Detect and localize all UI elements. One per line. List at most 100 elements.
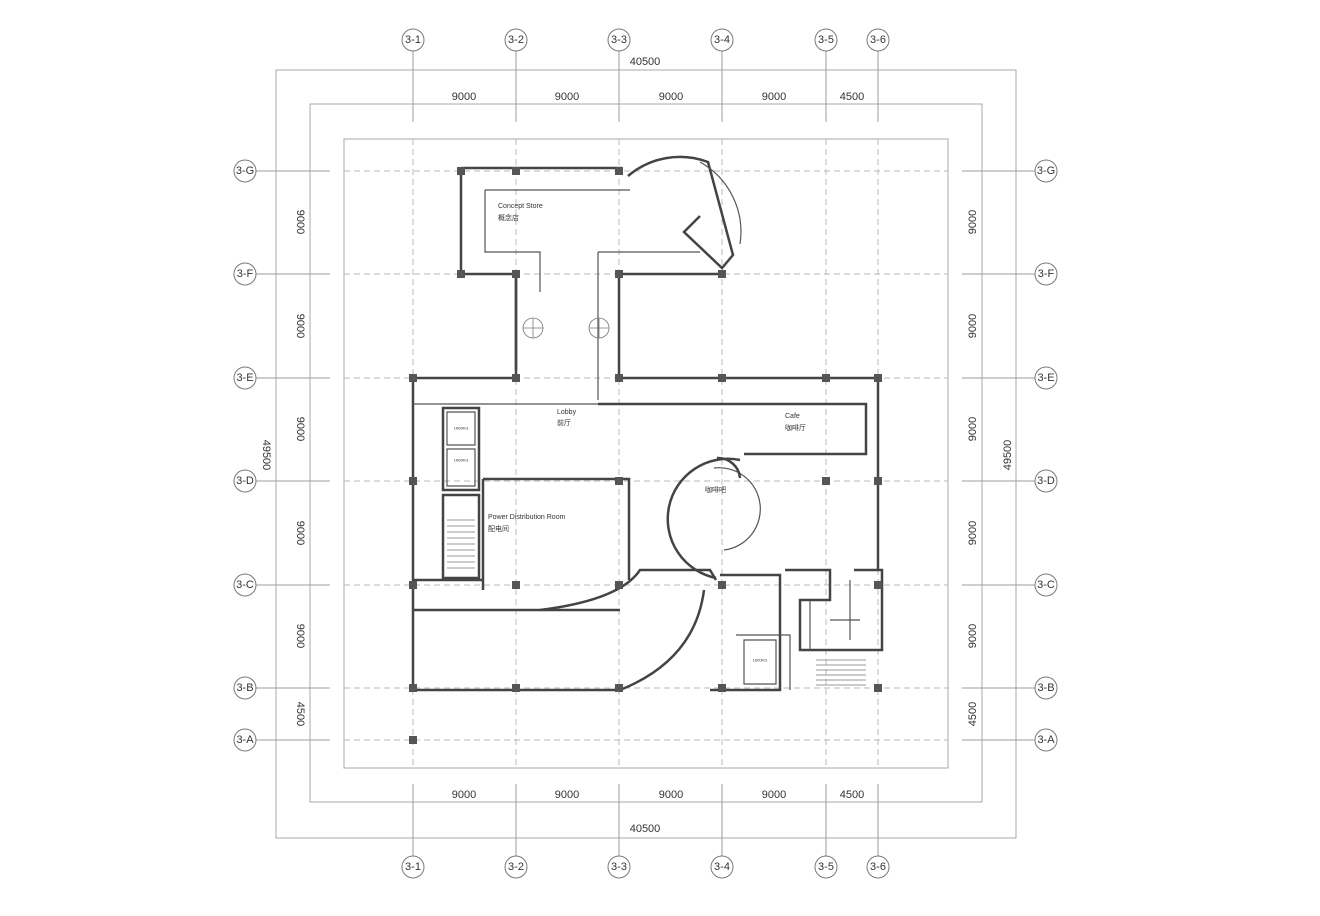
- structural-column: [718, 374, 726, 382]
- grid-label: 3-4: [714, 861, 730, 873]
- structural-column: [409, 684, 417, 692]
- grid-bubble: [814, 28, 838, 52]
- grid-bubble: [710, 28, 734, 52]
- row-dim-left-6: 4500: [294, 702, 306, 726]
- row-dim-right-1: 9000: [967, 210, 979, 234]
- room-label-lobby-cn: 前厅: [557, 418, 571, 427]
- structural-column: [874, 374, 882, 382]
- structural-column: [718, 270, 726, 278]
- grid-bubble: [607, 855, 631, 879]
- concept-store-curved-wall: [627, 155, 735, 270]
- room-label-cafe-cn: 咖啡厅: [785, 423, 806, 432]
- row-dim-left-5: 9000: [294, 624, 306, 648]
- grid-label: 3-1: [405, 861, 421, 873]
- structural-column: [874, 684, 882, 692]
- col-dim-top-3: 9000: [659, 91, 683, 103]
- room-label-lobby: Lobby: [557, 409, 577, 416]
- structural-column: [615, 270, 623, 278]
- grid-bubbles-top: 3-1 3-2 3-3 3-4 3-5 3-6: [401, 28, 890, 52]
- structural-column: [615, 167, 623, 175]
- grid-bubble: [233, 728, 257, 752]
- middle-dimension-frame: [309, 103, 983, 803]
- grid-bubble: [710, 855, 734, 879]
- elevator-1-capacity: 1600KG: [454, 426, 469, 431]
- grid-bubble: [504, 28, 528, 52]
- grid-bubble: [233, 676, 257, 700]
- structural-column: [409, 374, 417, 382]
- grid-label: 3-6: [870, 861, 886, 873]
- cafe-glazing-wall: [598, 402, 868, 456]
- main-north-east-wall: [619, 376, 880, 570]
- structural-column: [409, 581, 417, 589]
- overall-width-top: 40500: [630, 56, 661, 68]
- coffee-bar-inner: [713, 467, 761, 551]
- structural-column: [409, 736, 417, 744]
- row-dim-right-5: 9000: [967, 624, 979, 648]
- structural-column: [874, 477, 882, 485]
- service-block-west: [710, 573, 782, 692]
- row-dim-right-6: 4500: [967, 702, 979, 726]
- grid-bubble: [233, 262, 257, 286]
- elevator-2-capacity: 1600KG: [454, 458, 469, 463]
- row-dim-left-1: 9000: [294, 210, 306, 234]
- concept-store-inner-east: [597, 251, 700, 400]
- grid-bubble: [401, 855, 425, 879]
- grid-label: 3-B: [236, 682, 253, 694]
- grid-bubble: [504, 855, 528, 879]
- elevator-shaft: [441, 406, 481, 492]
- grid-lines: [256, 51, 1035, 856]
- elevator-3-capacity: 1600KG: [753, 658, 768, 663]
- grid-label: 3-E: [1037, 372, 1054, 384]
- power-room-walls: [483, 477, 631, 580]
- overall-depth-left: 49500: [260, 440, 272, 471]
- grid-label: 3-D: [236, 475, 254, 487]
- room-label-coffee-bar: 咖啡吧: [705, 485, 726, 494]
- grid-bubble: [233, 366, 257, 390]
- row-dim-right-2: 9000: [967, 314, 979, 338]
- structural-column: [718, 684, 726, 692]
- structural-column: [822, 374, 830, 382]
- grid-label: 3-6: [870, 34, 886, 46]
- grid-label: 3-A: [236, 734, 254, 746]
- row-dim-left-4: 9000: [294, 521, 306, 545]
- grid-bubble: [866, 28, 890, 52]
- row-dim-left-2: 9000: [294, 314, 306, 338]
- coffee-bar-counter: [716, 456, 742, 479]
- overall-width-bottom: 40500: [630, 823, 661, 835]
- grid-label: 3-3: [611, 861, 627, 873]
- coffee-bar-curve: [666, 457, 741, 580]
- power-room-south: [413, 578, 620, 612]
- site-boundary: [343, 138, 949, 769]
- row-dim-right-4: 9000: [967, 521, 979, 545]
- grid-label: 3-E: [236, 372, 253, 384]
- col-dim-bottom-2: 9000: [555, 789, 579, 801]
- col-dim-bottom-5: 4500: [840, 789, 864, 801]
- elevator-3-shaft: [736, 634, 791, 690]
- outer-dimension-frame: [275, 69, 1017, 839]
- toilet-partitions: [809, 580, 860, 650]
- grid-bubble: [1034, 262, 1058, 286]
- structural-column: [512, 374, 520, 382]
- col-dim-bottom-3: 9000: [659, 789, 683, 801]
- structural-column: [718, 581, 726, 589]
- structural-column: [822, 477, 830, 485]
- grid-label: 3-2: [508, 861, 524, 873]
- room-label-cafe: Cafe: [785, 413, 800, 420]
- grid-label: 3-F: [1038, 268, 1055, 280]
- row-dim-right-3: 9000: [967, 417, 979, 441]
- structural-column: [409, 477, 417, 485]
- col-dim-top-5: 4500: [840, 91, 864, 103]
- grid-bubble: [1034, 573, 1058, 597]
- grid-bubbles-left: 3-G 3-F 3-E 3-D 3-C 3-B 3-A: [233, 159, 257, 752]
- grid-bubble: [1034, 676, 1058, 700]
- grid-label: 3-B: [1037, 682, 1054, 694]
- grid-bubble: [401, 28, 425, 52]
- grid-bubble: [233, 469, 257, 493]
- grid-bubble: [233, 159, 257, 183]
- room-label-concept-store: Concept Store: [498, 203, 543, 210]
- toilet-block: [785, 568, 884, 652]
- grid-label: 3-3: [611, 34, 627, 46]
- structural-column: [874, 581, 882, 589]
- col-dim-top-1: 9000: [452, 91, 476, 103]
